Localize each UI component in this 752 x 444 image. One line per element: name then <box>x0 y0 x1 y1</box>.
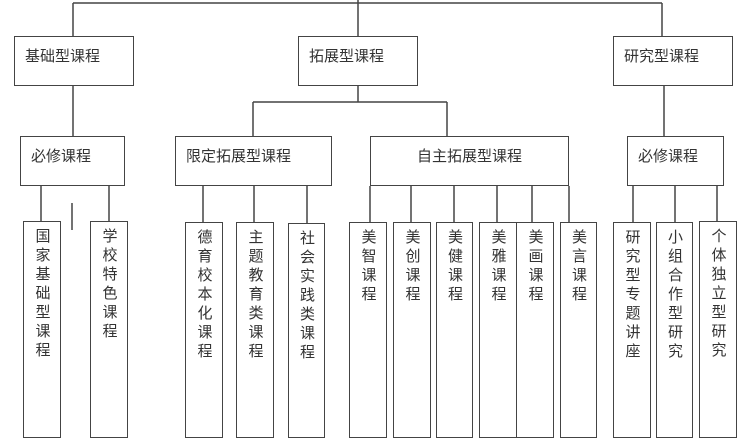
leaf-node: 美言课程 <box>560 222 597 438</box>
leaf-label: 美雅课程 <box>489 229 508 305</box>
leaf-label: 小组合作型研究 <box>666 229 684 362</box>
leaf-label: 国家基础型课程 <box>33 228 52 361</box>
leaf-node: 研究型专题讲座 <box>613 222 651 438</box>
leaf-node: 美健课程 <box>436 222 473 438</box>
leaf-label: 德育校本化课程 <box>195 229 214 362</box>
node-extended-courses: 拓展型课程 <box>298 36 418 86</box>
node-label: 必修课程 <box>31 146 92 165</box>
leaf-node: 美创课程 <box>393 222 431 438</box>
leaf-label: 研究型专题讲座 <box>623 229 642 362</box>
leaf-node: 小组合作型研究 <box>656 222 693 438</box>
node-label: 拓展型课程 <box>309 46 385 65</box>
leaf-node: 美雅课程 <box>479 222 517 438</box>
node-research-courses: 研究型课程 <box>613 36 733 86</box>
leaf-node: 社会实践类课程 <box>288 223 325 438</box>
node-label: 必修课程 <box>638 146 699 165</box>
leaf-node: 美画课程 <box>516 222 554 438</box>
leaf-label: 美智课程 <box>359 229 378 305</box>
node-label: 基础型课程 <box>25 46 101 65</box>
leaf-node: 学校特色课程 <box>90 221 128 438</box>
node-label: 自主拓展型课程 <box>416 146 522 165</box>
node-label: 限定拓展型课程 <box>186 146 292 165</box>
leaf-node: 美智课程 <box>349 222 387 438</box>
leaf-label: 个体独立型研究 <box>709 228 728 361</box>
leaf-label: 社会实践类课程 <box>298 230 316 363</box>
node-required-basic: 必修课程 <box>20 136 125 186</box>
node-self-extended: 自主拓展型课程 <box>370 136 569 186</box>
leaf-node: 德育校本化课程 <box>185 222 223 438</box>
node-limited-extended: 限定拓展型课程 <box>175 136 332 186</box>
leaf-label: 美创课程 <box>403 229 422 305</box>
leaf-node: 主题教育类课程 <box>236 222 274 438</box>
leaf-label: 主题教育类课程 <box>246 229 265 362</box>
node-required-research: 必修课程 <box>627 136 724 186</box>
leaf-label: 美画课程 <box>526 229 545 305</box>
node-basic-courses: 基础型课程 <box>14 36 134 86</box>
leaf-node: 个体独立型研究 <box>699 221 737 438</box>
leaf-node: 国家基础型课程 <box>23 221 61 438</box>
leaf-label: 学校特色课程 <box>100 228 119 342</box>
leaf-label: 美健课程 <box>446 229 464 305</box>
leaf-label: 美言课程 <box>570 229 588 305</box>
node-label: 研究型课程 <box>624 46 700 65</box>
